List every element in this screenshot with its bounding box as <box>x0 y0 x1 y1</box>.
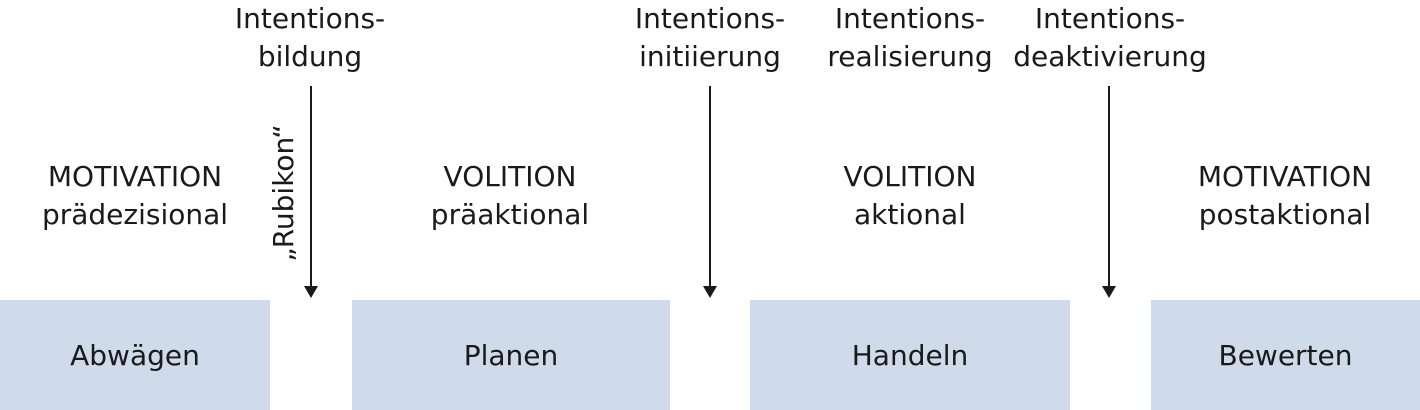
phase-type: prädezisional <box>41 198 229 231</box>
transition-line1: Intentions- <box>234 2 386 35</box>
arrow-intentionsbildung <box>304 86 318 298</box>
action-box-handeln: Handeln <box>750 300 1070 410</box>
phase-category: MOTIVATION <box>1197 160 1373 193</box>
arrow-intentionsdeaktivierung <box>1102 86 1116 298</box>
phase-type: aktional <box>854 198 966 231</box>
transition-line1: Intentions- <box>834 2 986 35</box>
action-box-planen: Planen <box>352 300 670 410</box>
transition-label-intentionsbildung: Intentions- bildung <box>200 0 420 76</box>
transition-line2: initiierung <box>639 40 781 73</box>
transition-line1: Intentions- <box>1034 2 1186 35</box>
phase-type: postaktional <box>1198 198 1372 231</box>
action-box-bewerten: Bewerten <box>1151 300 1420 410</box>
phase-category: VOLITION <box>843 160 977 193</box>
phase-label-präaktional: VOLITION präaktional <box>400 158 620 234</box>
phase-category: VOLITION <box>443 160 577 193</box>
transition-label-intentionsrealisierung: Intentions- realisierung <box>800 0 1020 76</box>
transition-line1: Intentions- <box>634 2 786 35</box>
transition-line2: bildung <box>257 40 363 73</box>
action-box-abwaegen: Abwägen <box>0 300 270 410</box>
phase-label-prädezisional: MOTIVATION prädezisional <box>15 158 255 234</box>
transition-label-intentionsdeaktivierung: Intentions- deaktivierung <box>990 0 1230 76</box>
phase-category: MOTIVATION <box>47 160 223 193</box>
phase-type: präaktional <box>430 198 590 231</box>
action-label: Planen <box>463 338 559 372</box>
rubikon-label: „Rubikon“ <box>267 124 300 262</box>
phase-label-aktional: VOLITION aktional <box>800 158 1020 234</box>
action-label: Handeln <box>851 338 969 372</box>
transition-label-intentionsinitiierung: Intentions- initiierung <box>600 0 820 76</box>
transition-line2: deaktivierung <box>1013 40 1207 73</box>
transition-line2: realisierung <box>827 40 993 73</box>
action-label: Abwägen <box>70 338 200 372</box>
phase-label-postaktional: MOTIVATION postaktional <box>1175 158 1395 234</box>
arrow-intentionsinitiierung <box>703 86 717 298</box>
action-label: Bewerten <box>1218 338 1353 372</box>
